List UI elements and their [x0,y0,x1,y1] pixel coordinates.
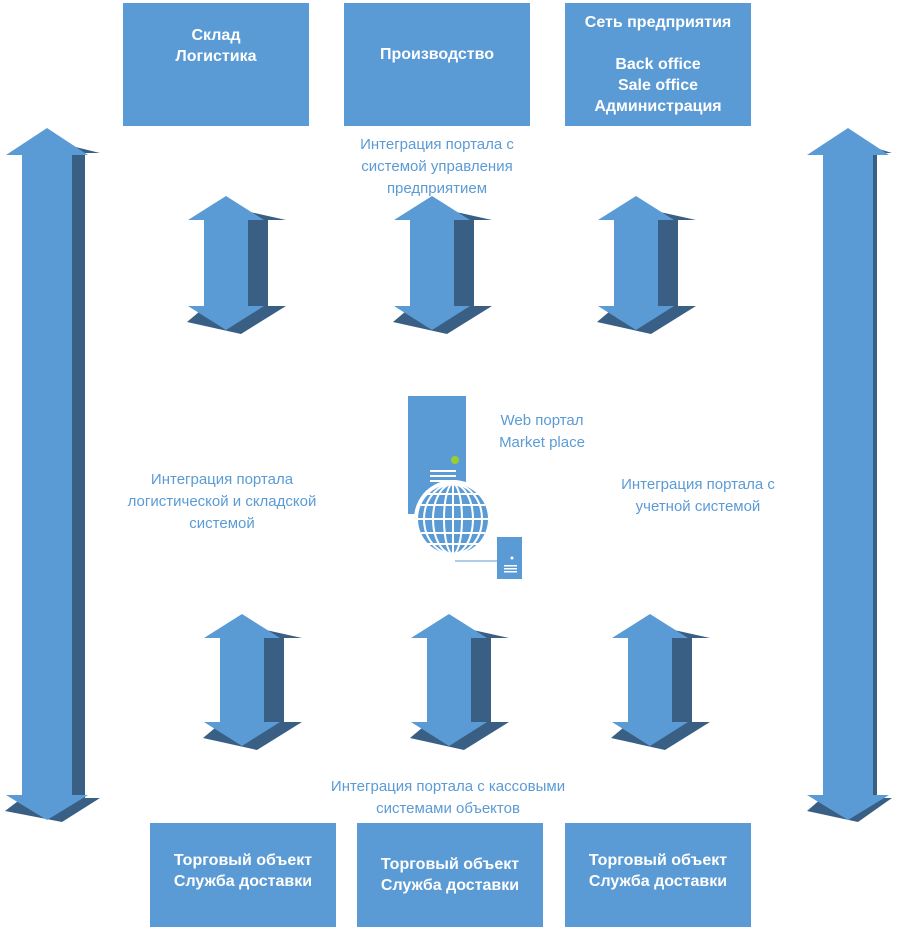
top-integration-label: Интеграция портала с системой управления… [330,134,544,200]
bottom-integration-label: Интеграция портала с кассовыми системами… [306,776,590,820]
label-line: Интеграция портала [150,471,294,488]
label-line: Интеграция портала с кассовыми [330,778,566,795]
box-line: Служба доставки [173,873,313,890]
label-line: предприятием [386,180,488,197]
box-line: Торговый объект [173,852,313,869]
label-line: системами объектов [376,800,520,817]
label-line: Интеграция портала с [621,476,775,493]
box-line: Логистика [175,47,257,65]
box-line: Склад [191,26,241,44]
double-arrow-top-2 [393,196,492,334]
label-line: системой управления [361,158,513,175]
enterprise-network-box: Сеть предприятия Back office Sale office… [565,3,751,126]
right-integration-label: Интеграция портала с учетной системой [600,474,796,518]
double-arrow-bottom-1 [203,614,302,750]
label-line: Market place [499,434,585,451]
double-arrow-bottom-2 [410,614,509,750]
large-double-arrow-left [5,128,100,822]
double-arrow-bottom-3 [611,614,710,750]
label-line: системой [189,515,255,532]
label-line: Интеграция портала с [360,136,514,153]
box-line: Back office [615,56,701,73]
double-arrow-top-1 [187,196,286,334]
label-line: учетной системой [635,498,761,515]
globe-icon [414,480,492,558]
left-integration-label: Интеграция портала логистической и склад… [106,469,338,535]
box-line: Торговый объект [588,852,728,869]
box-line: Служба доставки [588,873,728,890]
retail-delivery-box-3: Торговый объект Служба доставки [565,823,751,927]
large-double-arrow-right [807,128,892,822]
warehouse-logistics-box: Склад Логистика [123,3,309,126]
retail-delivery-box-1: Торговый объект Служба доставки [150,823,336,927]
retail-delivery-box-2: Торговый объект Служба доставки [357,823,543,927]
production-box: Производство [344,3,530,126]
box-line: Sale office [617,77,699,94]
box-line: Производство [379,46,495,63]
box-line: Служба доставки [380,877,520,894]
label-line: Web портал [500,412,584,429]
double-arrow-top-3 [597,196,696,334]
label-line: логистической и складской [127,493,317,510]
box-line: Торговый объект [380,856,520,873]
server-globe-icon [408,396,522,579]
portal-label: Web портал Market place [478,410,606,454]
box-line: Администрация [594,98,722,115]
box-line: Сеть предприятия [584,14,732,31]
